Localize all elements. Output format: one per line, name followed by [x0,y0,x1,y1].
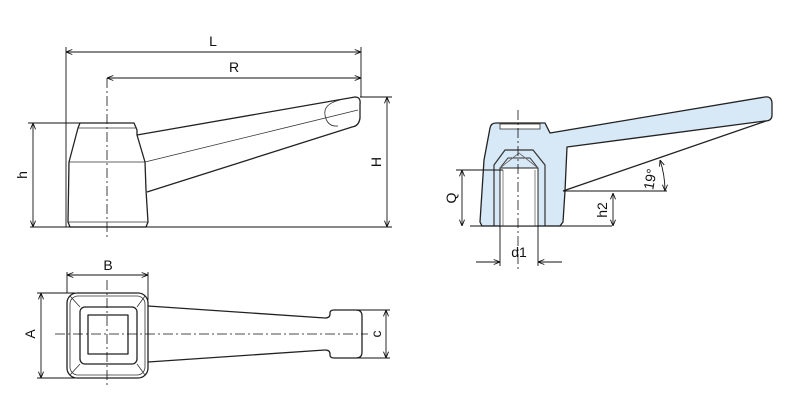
side-view: L R h H [14,33,392,240]
hub-inner [79,306,138,365]
thread-hole [499,167,539,227]
label-d1: d1 [511,244,527,260]
corner-lines [69,295,146,376]
label-h2: h2 [594,202,610,218]
label-c: c [368,331,384,338]
label-angle: 19° [640,167,659,191]
lever-ridge-line [144,109,359,163]
section-view: Q d1 h2 19° [443,96,773,270]
lever-tip-face [324,99,341,127]
section-body [479,96,773,227]
lever-arm [136,96,361,193]
label-R: R [229,59,239,75]
label-h: h [14,171,30,179]
lever-lower-edge [562,120,767,192]
top-view: B A c [22,257,390,388]
square-hole [87,314,129,355]
angle-arc [660,160,665,191]
hub-rim [69,295,146,376]
label-L: L [209,33,217,49]
label-H: H [368,157,384,167]
insert-inner-chamfer [499,157,539,169]
insert-outer [493,149,546,226]
thread-lines [499,152,539,226]
label-Q: Q [443,192,459,203]
hub-outline [67,122,149,228]
hub-outer [66,292,149,379]
label-A: A [22,329,38,339]
top-recess [499,123,541,130]
label-B: B [103,257,112,273]
lever-arm-top [147,305,326,363]
